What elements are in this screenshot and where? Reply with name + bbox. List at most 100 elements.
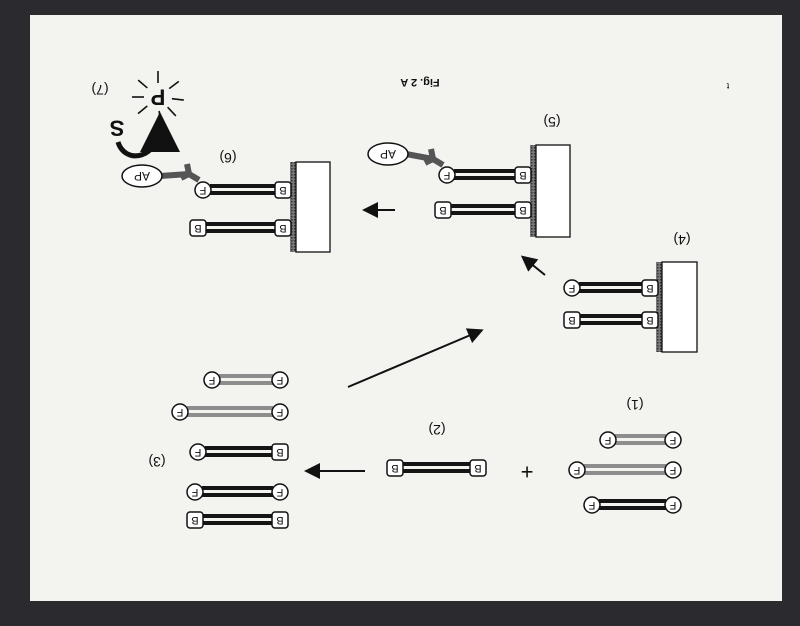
strand-bottom xyxy=(187,413,273,417)
step-label-7: (7) xyxy=(91,82,108,98)
tag-b-label: B xyxy=(646,314,653,326)
ap-label: AP xyxy=(134,169,150,183)
alkaline-phosphatase-ellipse xyxy=(367,142,409,166)
fluorescein-tag-circle xyxy=(271,371,289,389)
surface-coating xyxy=(656,262,662,352)
tag-b-label: B xyxy=(474,462,481,474)
strand-top xyxy=(579,282,643,286)
plus-sign: + xyxy=(521,460,534,485)
antibody-shape xyxy=(405,148,445,168)
strand-bottom xyxy=(219,381,273,385)
tag-b-label: B xyxy=(279,222,286,234)
step-label-2: (2) xyxy=(428,422,445,438)
strand-bottom xyxy=(599,506,666,510)
biotin-tag-box xyxy=(271,443,289,461)
tag-b-label: B xyxy=(646,282,653,294)
strand-top xyxy=(615,434,666,438)
alkaline-phosphatase-ellipse xyxy=(121,164,163,188)
strand-bottom xyxy=(202,493,273,497)
fluorescein-tag-circle xyxy=(664,431,682,449)
fluorescein-tag-circle xyxy=(599,431,617,449)
step-label-6: (6) xyxy=(219,150,236,166)
strand-bottom xyxy=(454,176,516,180)
biotin-tag-box xyxy=(641,279,659,297)
strand-bottom xyxy=(210,191,276,195)
biotin-tag-box xyxy=(386,459,404,477)
fluorescein-tag-circle xyxy=(438,166,456,184)
biotin-tag-box xyxy=(563,311,581,329)
strand-bottom xyxy=(402,469,471,473)
biotin-tag-box xyxy=(641,311,659,329)
tag-b-label: B xyxy=(568,314,575,326)
strand-top xyxy=(187,406,273,410)
corner-mark: t xyxy=(726,81,729,91)
step-label-3: (3) xyxy=(148,454,165,470)
tag-f-label: F xyxy=(604,434,611,446)
tag-f-label: F xyxy=(669,499,676,511)
ap-label: AP xyxy=(380,147,396,161)
product-ray xyxy=(167,106,177,117)
strand-top xyxy=(579,314,643,318)
tag-f-label: F xyxy=(573,464,580,476)
solid-support xyxy=(661,261,698,353)
strand-top xyxy=(205,446,273,450)
fluorescein-tag-circle xyxy=(568,461,586,479)
tag-f-label: F xyxy=(199,184,206,196)
fluorescein-tag-circle xyxy=(271,403,289,421)
surface-coating xyxy=(530,145,536,237)
tag-b-label: B xyxy=(191,514,198,526)
fluorescein-tag-circle xyxy=(186,483,204,501)
strand-bottom xyxy=(579,289,643,293)
step-label-5: (5) xyxy=(543,114,560,130)
tag-f-label: F xyxy=(176,406,183,418)
tag-b-label: B xyxy=(194,222,201,234)
conversion-curved-arrow xyxy=(115,112,180,159)
strand-top xyxy=(219,374,273,378)
tag-f-label: F xyxy=(276,486,283,498)
tag-f-label: F xyxy=(276,406,283,418)
product-ray xyxy=(158,110,162,123)
reaction-arrow xyxy=(347,328,484,388)
strand-bottom xyxy=(205,453,273,457)
tag-b-label: B xyxy=(519,204,526,216)
biotin-tag-box xyxy=(274,181,292,199)
tag-f-label: F xyxy=(194,446,201,458)
strand-top xyxy=(454,169,516,173)
strand-bottom xyxy=(450,211,516,215)
tag-f-label: F xyxy=(568,282,575,294)
strand-top xyxy=(584,464,666,468)
product-ray xyxy=(137,79,148,89)
tag-f-label: F xyxy=(443,169,450,181)
tag-b-label: B xyxy=(391,462,398,474)
tag-f-label: F xyxy=(276,374,283,386)
fluorescein-tag-circle xyxy=(194,181,212,199)
tag-f-label: F xyxy=(208,374,215,386)
biotin-tag-box xyxy=(189,219,207,237)
fluorescein-tag-circle xyxy=(171,403,189,421)
antibody-shape xyxy=(159,163,201,183)
figure-title: Fig. 2 A xyxy=(400,76,439,88)
tag-f-label: F xyxy=(588,499,595,511)
product-label: P xyxy=(151,85,166,110)
fluorescein-tag-circle xyxy=(189,443,207,461)
biotin-tag-box xyxy=(274,219,292,237)
strand-bottom xyxy=(615,441,666,445)
fluorescein-tag-circle xyxy=(664,496,682,514)
strand-bottom xyxy=(205,229,276,233)
tag-b-label: B xyxy=(519,169,526,181)
strand-top xyxy=(202,486,273,490)
strand-top xyxy=(450,204,516,208)
tag-f-label: F xyxy=(669,434,676,446)
biotin-tag-box xyxy=(186,511,204,529)
fluorescein-tag-circle xyxy=(563,279,581,297)
tag-f-label: F xyxy=(669,464,676,476)
solid-support xyxy=(535,144,571,238)
strand-top xyxy=(210,184,276,188)
tag-f-label: F xyxy=(191,486,198,498)
fluorescein-tag-circle xyxy=(583,496,601,514)
product-ray xyxy=(137,105,148,115)
step-label-1: (1) xyxy=(626,397,643,413)
biotin-tag-box xyxy=(469,459,487,477)
strand-top xyxy=(205,222,276,226)
